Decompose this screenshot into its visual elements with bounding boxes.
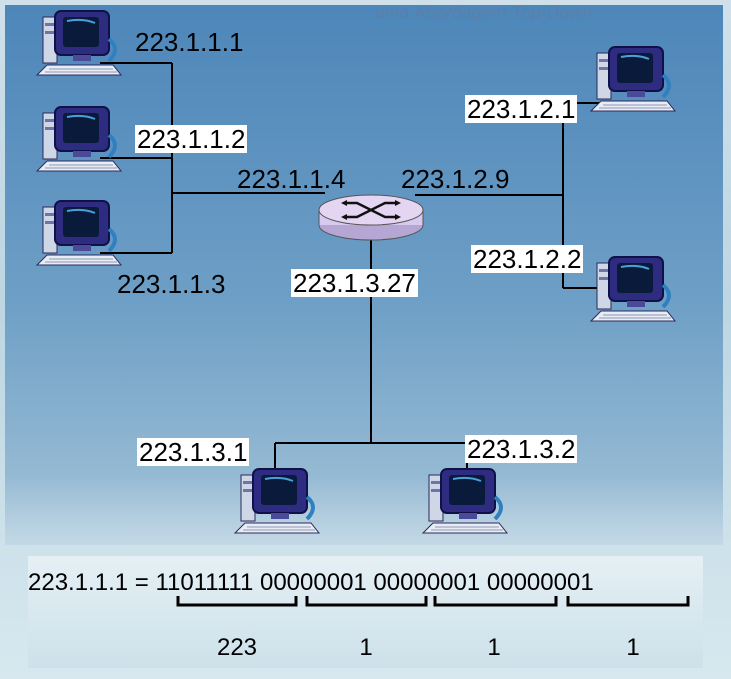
bracket-octet-4 bbox=[566, 596, 690, 607]
label-h2: 223.1.1.2 bbox=[135, 124, 248, 154]
bracket-octet-3 bbox=[433, 596, 558, 607]
label-h4: 223.1.2.1 bbox=[465, 94, 578, 124]
octet-3-decimal: 1 bbox=[487, 634, 501, 661]
host-223-1-1-2-icon bbox=[35, 105, 123, 173]
label-router-left: 223.1.1.4 bbox=[237, 164, 346, 194]
network-links bbox=[35, 9, 677, 535]
network-diagram: uma Abordagem Top-Down bbox=[5, 5, 723, 545]
router-icon bbox=[318, 194, 424, 241]
background-bridge bbox=[5, 475, 723, 545]
host-223-1-1-1-icon bbox=[35, 9, 123, 77]
label-h3: 223.1.1.3 bbox=[117, 269, 226, 299]
host-223-1-2-2-icon bbox=[589, 255, 677, 323]
label-h6: 223.1.3.1 bbox=[137, 437, 250, 467]
host-223-1-3-1-icon bbox=[233, 467, 321, 535]
label-h7: 223.1.3.2 bbox=[465, 434, 578, 464]
label-h5: 223.1.2.2 bbox=[471, 244, 584, 274]
binary-notation-panel: 223.1.1.1 = 11011111 00000001 00000001 0… bbox=[28, 556, 703, 668]
label-router-right: 223.1.2.9 bbox=[401, 164, 510, 194]
label-h1: 223.1.1.1 bbox=[135, 27, 244, 57]
octet-4-decimal: 1 bbox=[626, 634, 640, 661]
label-router-bottom: 223.1.3.27 bbox=[291, 268, 418, 298]
host-223-1-3-2-icon bbox=[421, 467, 509, 535]
bracket-octet-2 bbox=[305, 596, 428, 607]
watermark-text: uma Abordagem Top-Down bbox=[375, 5, 593, 22]
octet-brackets bbox=[176, 596, 690, 607]
binary-address-line: 223.1.1.1 = 11011111 00000001 00000001 0… bbox=[28, 569, 594, 596]
octet-2-decimal: 1 bbox=[359, 634, 373, 661]
host-223-1-1-3-icon bbox=[35, 199, 123, 267]
bracket-octet-1 bbox=[176, 596, 298, 607]
octet-1-decimal: 223 bbox=[216, 634, 258, 661]
host-223-1-2-1-icon bbox=[589, 45, 677, 113]
